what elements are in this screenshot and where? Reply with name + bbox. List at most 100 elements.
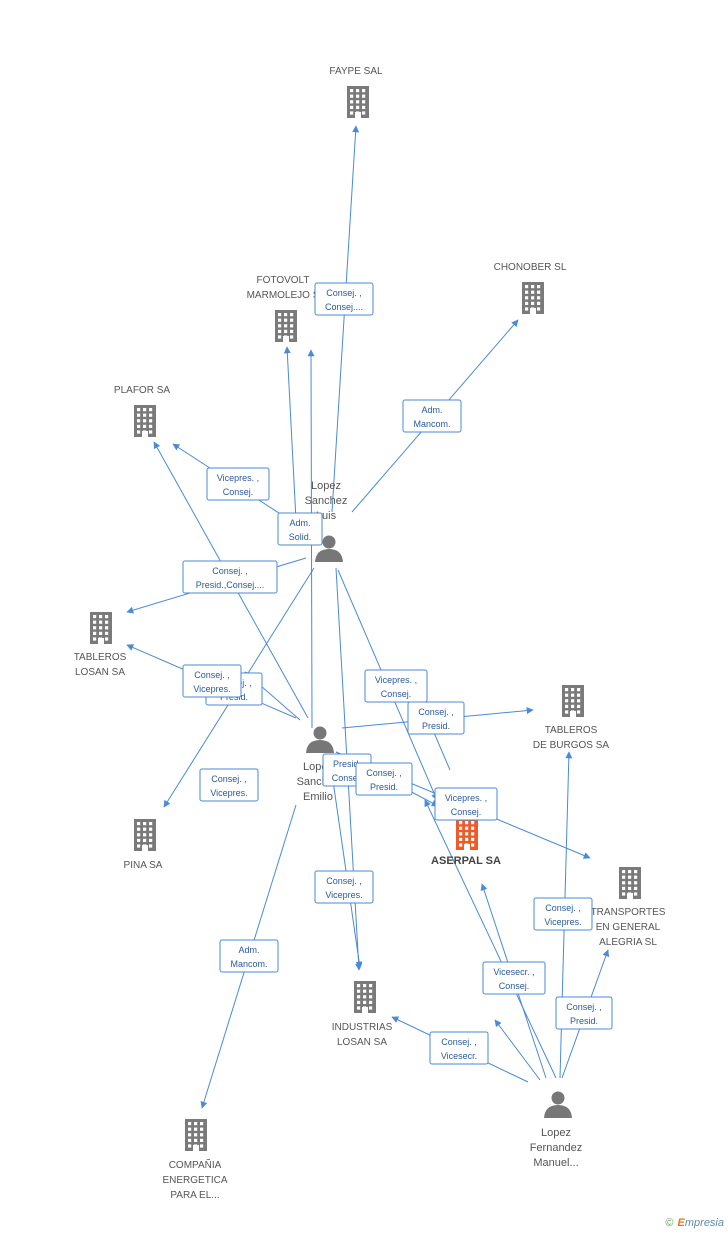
company-name-line: DE BURGOS SA	[533, 740, 609, 751]
building-icon	[90, 612, 112, 644]
person-name-line: Manuel...	[533, 1157, 578, 1169]
relation-label-r13[interactable]: Vicepres. ,Consej.	[434, 787, 498, 821]
relation-role-text: Consej....	[325, 302, 363, 312]
relation-role-text: Consej. ,	[326, 876, 362, 886]
brand-name: mpresia	[684, 1217, 724, 1229]
person-icon	[306, 726, 334, 753]
relation-edge	[331, 125, 360, 513]
relation-role-text: Vicepres.	[544, 917, 581, 927]
company-name-line: PARA EL...	[170, 1190, 219, 1201]
relation-label-r19[interactable]: Consej. ,Vicesecr.	[429, 1031, 489, 1065]
relation-box	[277, 512, 323, 546]
relation-edge	[424, 799, 557, 1079]
relation-role-text: Consej. ,	[545, 903, 581, 913]
company-name-line: ALEGRIA SL	[599, 937, 657, 948]
company-name-line: INDUSTRIAS	[332, 1022, 393, 1033]
relation-box	[429, 1031, 489, 1065]
relation-label-r15[interactable]: Consej. , Vicepres.	[533, 897, 593, 931]
relation-role-text: Consej. ,	[194, 670, 230, 680]
relation-role-text: Adm.	[238, 945, 259, 955]
relation-label-r8[interactable]: Vicepres. ,Consej.	[364, 669, 428, 703]
relation-label-r2[interactable]: Adm.Mancom.	[402, 399, 462, 433]
person-node-manuel[interactable]: LopezFernandezManuel...	[530, 1091, 583, 1170]
empresia-brand[interactable]: ©Empresia	[665, 1217, 724, 1229]
company-node-fotovolt[interactable]: FOTOVOLT MARMOLEJO S	[247, 275, 320, 342]
building-icon	[562, 685, 584, 717]
company-name-line: LOSAN SA	[75, 667, 125, 678]
relation-label-r18[interactable]: Consej. ,Presid.	[555, 996, 613, 1030]
relation-role-text: Vicepres. ,	[217, 473, 259, 483]
company-name-line: TRANSPORTES	[591, 907, 666, 918]
relation-label-r9[interactable]: Consej. , Presid.	[407, 701, 465, 735]
relation-box	[182, 560, 278, 594]
relation-role-text: Adm.	[289, 518, 310, 528]
building-icon	[347, 86, 369, 118]
building-icon	[354, 981, 376, 1013]
relation-role-text: Consej.	[332, 773, 363, 783]
company-name-line: ENERGETICA	[162, 1175, 227, 1186]
company-name-line: PINA SA	[124, 860, 163, 871]
relation-role-text: Mancom.	[413, 419, 450, 429]
relation-role-text: Presid.	[333, 759, 361, 769]
person-name-line: Emilio	[303, 791, 333, 803]
relation-label-r12[interactable]: Consej. ,Presid.	[355, 762, 413, 796]
relation-box	[314, 282, 374, 316]
building-icon	[134, 405, 156, 437]
relation-role-text: Consej.	[223, 487, 254, 497]
company-node-plafor[interactable]: PLAFOR SA	[114, 385, 170, 437]
relation-label-r4[interactable]: Adm.Solid.	[277, 512, 323, 546]
company-node-faype[interactable]: FAYPE SAL	[329, 66, 383, 118]
relation-edge	[494, 1019, 541, 1081]
company-name-line: PLAFOR SA	[114, 385, 170, 396]
relation-role-text: Vicepres.	[325, 890, 362, 900]
company-node-pina[interactable]: PINA SA	[124, 819, 163, 871]
building-icon	[185, 1119, 207, 1151]
relation-role-text: Presid.	[422, 721, 450, 731]
company-node-chonober[interactable]: CHONOBER SL	[494, 262, 567, 314]
relation-label-r14[interactable]: Consej. , Vicepres.	[314, 870, 374, 904]
relation-box	[206, 467, 270, 501]
relation-label-r5[interactable]: Consej. ,Presid.,Consej....	[182, 560, 278, 594]
relation-label-r1[interactable]: Consej. , Consej....	[314, 282, 374, 316]
company-name-line: MARMOLEJO S	[247, 290, 320, 301]
building-icon	[522, 282, 544, 314]
company-name-line: FOTOVOLT	[257, 275, 310, 286]
relation-role-text: Vicepres.	[193, 684, 230, 694]
relation-box	[355, 762, 413, 796]
relation-role-text: Consej. ,	[211, 774, 247, 784]
copyright-symbol: ©	[665, 1217, 674, 1229]
relation-box	[482, 961, 546, 995]
relation-label-r7[interactable]: Consej. , Vicepres.	[182, 664, 242, 698]
relation-label-r3[interactable]: Vicepres. , Consej.	[206, 467, 270, 501]
brand-initial: E	[677, 1217, 685, 1229]
relation-role-text: Presid.	[370, 782, 398, 792]
relation-labels-layer: Consej. , Consej.... Adm. Mancom. Vicepres. …	[182, 282, 613, 1065]
relation-box	[402, 399, 462, 433]
relation-edge	[329, 759, 363, 969]
relation-role-text: Consej. ,	[326, 288, 362, 298]
relation-role-text: Consej. ,	[566, 1002, 602, 1012]
relation-box	[533, 897, 593, 931]
building-icon	[134, 819, 156, 851]
relation-role-text: Vicesecr.	[441, 1051, 477, 1061]
relation-role-text: Vicepres. ,	[445, 793, 487, 803]
relation-box	[314, 870, 374, 904]
relation-role-text: Vicepres. ,	[375, 675, 417, 685]
relation-role-text: Consej. ,	[418, 707, 454, 717]
relation-label-r17[interactable]: Vicesecr. ,Consej.	[482, 961, 546, 995]
relation-box	[199, 768, 259, 802]
company-node-aserpal[interactable]: ASERPAL SA	[431, 818, 501, 867]
relation-label-r16[interactable]: Adm. Mancom.	[219, 939, 279, 973]
relation-role-text: Mancom.	[230, 959, 267, 969]
relation-box	[407, 701, 465, 735]
relation-role-text: Vicepres.	[210, 788, 247, 798]
person-name-line: Lopez	[311, 480, 341, 492]
person-name-line: Sanchez	[305, 495, 348, 507]
relation-label-r10[interactable]: Consej. , Vicepres.	[199, 768, 259, 802]
